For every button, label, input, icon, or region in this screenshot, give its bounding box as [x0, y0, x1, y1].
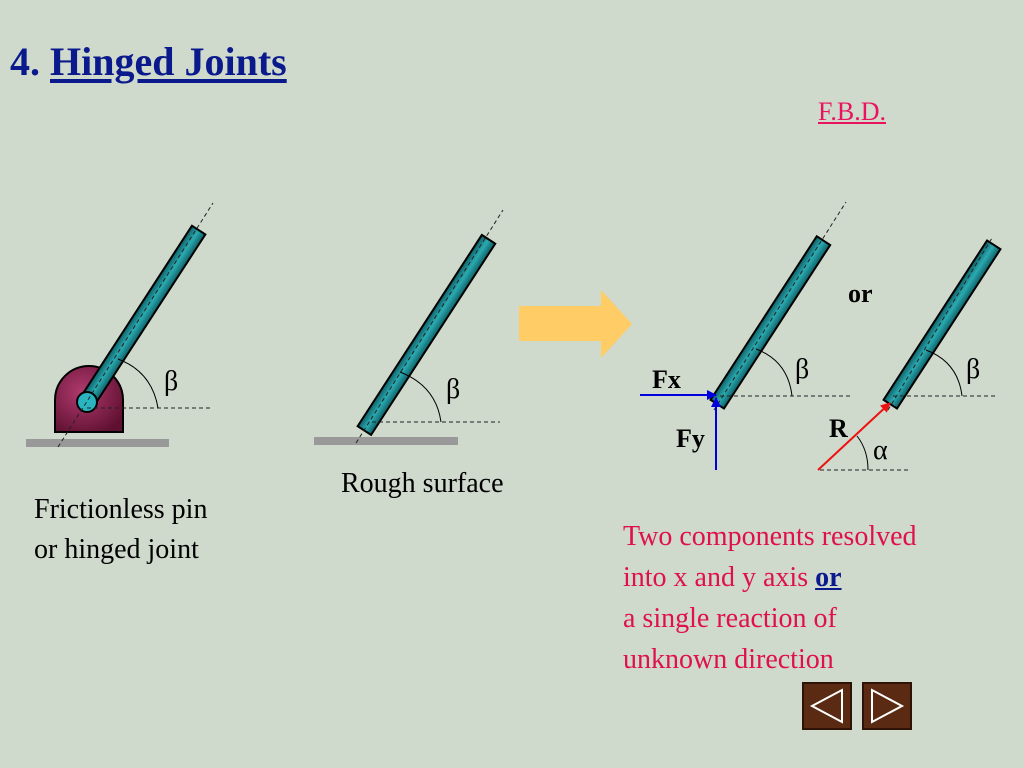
ground-line [26, 439, 169, 447]
beta-label: β [446, 374, 460, 405]
previous-slide-button[interactable] [802, 682, 852, 730]
pin-support-figure: β [26, 202, 214, 448]
beta-label: β [966, 354, 980, 385]
or-emphasis: or [815, 562, 842, 593]
bar-member [709, 234, 832, 410]
triangle-left-icon [809, 688, 843, 724]
pin-caption: Frictionless pin or hinged joint [34, 490, 207, 570]
angle-arc [925, 349, 963, 397]
explanation-line2: into x and y axis or [623, 557, 917, 598]
pin-caption-line1: Frictionless pin [34, 494, 208, 525]
pin-caption-line2: or hinged joint [34, 534, 199, 565]
alpha-label: α [873, 435, 888, 466]
angle-arc [117, 358, 159, 409]
title-text: Hinged Joints [50, 39, 287, 84]
fbd-label: F.B.D. [818, 97, 886, 126]
rough-caption: Rough surface [341, 468, 504, 499]
title-number: 4. [10, 39, 40, 84]
explanation-text: Two components resolved into x and y axi… [623, 516, 917, 680]
rough-surface-figure: β [314, 209, 504, 445]
bar-axis-line [887, 237, 993, 411]
right-arrow [519, 290, 632, 358]
explanation-line3: a single reaction of [623, 603, 837, 634]
bar-member [77, 224, 207, 411]
bar-member [356, 233, 497, 437]
triangle-right-icon [871, 688, 905, 724]
or-label: or [848, 279, 873, 308]
r-label: R [829, 414, 848, 443]
explanation-line4: unknown direction [623, 644, 834, 675]
angle-arc [399, 371, 442, 423]
alpha-arc [856, 435, 869, 471]
next-slide-button[interactable] [862, 682, 912, 730]
explanation-line2-text: into x and y axis [623, 562, 809, 593]
beta-label: β [795, 354, 809, 385]
pin-circle [76, 391, 98, 413]
bar-axis-line [57, 202, 214, 448]
fbd-components-figure: β Fx Fy [640, 201, 852, 470]
bar-member [882, 239, 1002, 410]
explanation-line1: Two components resolved [623, 521, 917, 552]
fx-label: Fx [652, 365, 681, 394]
fy-label: Fy [676, 424, 705, 453]
reaction-arrow [817, 402, 891, 471]
fbd-resultant-figure: β R α [817, 237, 1002, 471]
bar-axis-line [713, 201, 847, 411]
page-title: 4. Hinged Joints [10, 38, 287, 85]
bar-axis-line [355, 209, 504, 444]
ground-line [314, 437, 458, 445]
angle-arc [755, 348, 793, 397]
beta-label: β [164, 366, 178, 397]
